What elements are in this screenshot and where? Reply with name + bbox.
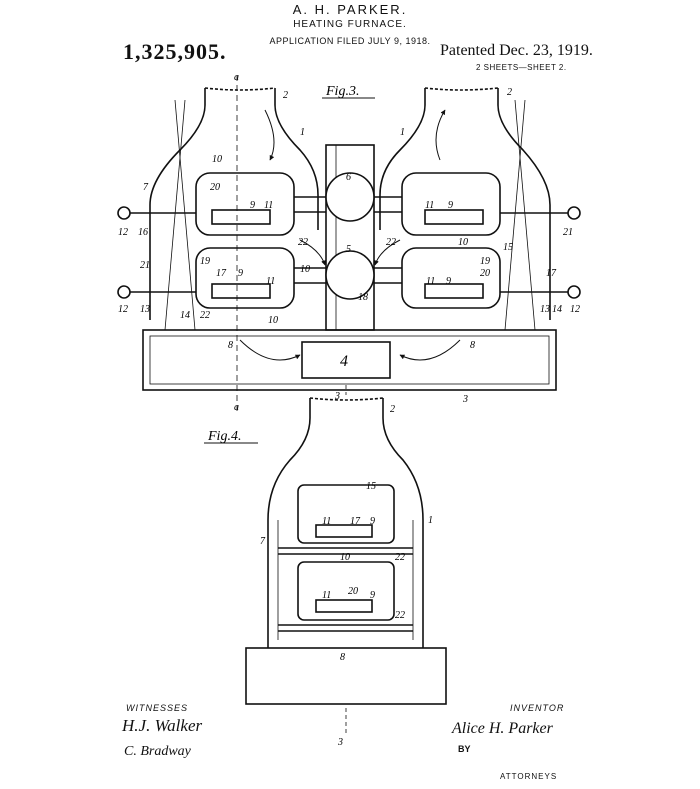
label-17-left: 17 bbox=[216, 268, 227, 279]
label-13-right: 13 bbox=[540, 304, 550, 315]
fig3-drawing bbox=[117, 75, 581, 412]
label-10-lower-left: 10 bbox=[268, 315, 278, 326]
fig3-label: Fig.3. bbox=[325, 84, 359, 99]
lower-left-chamber bbox=[195, 247, 295, 309]
label-22-fig4-lower: 22 bbox=[395, 610, 405, 621]
label-11-lower-left: 11 bbox=[266, 276, 275, 287]
label-10-fig4: 10 bbox=[340, 552, 350, 563]
section-label-bottom: a bbox=[234, 402, 239, 413]
inventor-name: A. H. PARKER. bbox=[292, 2, 408, 17]
left-bottle-inner bbox=[274, 88, 319, 230]
label-14-right: 14 bbox=[552, 304, 562, 315]
label-11-upper-left: 11 bbox=[264, 200, 273, 211]
label-12-lower-left: 12 bbox=[118, 304, 128, 315]
label-3-fig4-bottom: 3 bbox=[337, 737, 343, 748]
label-21-upper-right: 21 bbox=[563, 227, 573, 238]
fig4-upper-chamber bbox=[297, 484, 395, 544]
fig4-base bbox=[245, 647, 447, 705]
label-19-left: 19 bbox=[200, 256, 210, 267]
attorneys-label: ATTORNEYS bbox=[500, 772, 558, 781]
label-4: 4 bbox=[340, 353, 348, 370]
label-5: 5 bbox=[346, 244, 351, 255]
witness-signature-1: H.J. Walker bbox=[122, 716, 203, 735]
inventor-signature: Alice H. Parker bbox=[452, 720, 553, 737]
label-12-lower-right: 12 bbox=[570, 304, 580, 315]
label-20-fig4: 20 bbox=[348, 586, 358, 597]
witnesses-label: WITNESSES bbox=[126, 703, 189, 713]
lower-right-chamber bbox=[401, 247, 501, 309]
label-22-fig4-upper: 22 bbox=[395, 552, 405, 563]
by-label: BY bbox=[458, 744, 471, 754]
fig4-neck bbox=[267, 398, 311, 648]
label-13-left: 13 bbox=[140, 304, 150, 315]
label-9-lower-left: 9 bbox=[238, 268, 243, 279]
fig3-base bbox=[142, 329, 557, 391]
label-21-left: 21 bbox=[140, 260, 150, 271]
label-3-fig4-top: 3 bbox=[334, 391, 340, 402]
label-8-left: 8 bbox=[228, 340, 233, 351]
label-22-lower-left: 22 bbox=[200, 310, 210, 321]
label-11-lower-right: 11 bbox=[426, 276, 435, 287]
label-8-fig4: 8 bbox=[340, 652, 345, 663]
label-10-mid-right: 10 bbox=[458, 237, 468, 248]
label-9-lower-right: 9 bbox=[446, 276, 451, 287]
label-22-right: 22 bbox=[386, 237, 396, 248]
label-1-right: 1 bbox=[400, 127, 405, 138]
label-18: 18 bbox=[358, 292, 368, 303]
fig4-lower-chamber bbox=[297, 561, 395, 621]
right-bottle-outline bbox=[497, 88, 551, 320]
firebox-4 bbox=[301, 341, 391, 379]
label-7-fig3: 7 bbox=[143, 182, 149, 193]
label-19-right: 19 bbox=[480, 256, 490, 267]
label-2-left: 2 bbox=[283, 90, 288, 101]
inventor-label: INVENTOR bbox=[510, 703, 565, 713]
label-14-left: 14 bbox=[180, 310, 190, 321]
right-bottle-inner bbox=[379, 88, 426, 230]
label-9-fig4-lower: 9 bbox=[370, 590, 375, 601]
upper-right-chamber bbox=[401, 172, 501, 236]
drum-5 bbox=[325, 250, 375, 300]
patent-number: 1,325,905. bbox=[123, 39, 227, 64]
label-17-right: 17 bbox=[546, 268, 557, 279]
label-11-fig4-upper: 11 bbox=[322, 516, 331, 527]
label-6: 6 bbox=[346, 172, 351, 183]
label-2-fig4: 2 bbox=[390, 404, 395, 415]
label-10-upper-left: 10 bbox=[212, 154, 222, 165]
label-7-fig4: 7 bbox=[260, 536, 266, 547]
patent-title: HEATING FURNACE. bbox=[293, 19, 407, 30]
label-11-upper-right: 11 bbox=[425, 200, 434, 211]
label-10-mid-left: 10 bbox=[300, 264, 310, 275]
label-11-fig4-lower: 11 bbox=[322, 590, 331, 601]
label-9-upper-right: 9 bbox=[448, 200, 453, 211]
section-label-top: a bbox=[234, 72, 239, 83]
label-8-right: 8 bbox=[470, 340, 475, 351]
label-1-left: 1 bbox=[300, 127, 305, 138]
label-20-left: 20 bbox=[210, 182, 220, 193]
left-bottle-outline bbox=[149, 88, 206, 320]
label-3-fig3: 3 bbox=[462, 394, 468, 405]
label-16: 16 bbox=[138, 227, 148, 238]
witness-signature-2: C. Bradway bbox=[124, 744, 191, 759]
application-date: APPLICATION FILED JULY 9, 1918. bbox=[269, 36, 431, 46]
sheet-info: 2 SHEETS—SHEET 2. bbox=[476, 63, 567, 72]
label-15-right: 15 bbox=[503, 242, 513, 253]
label-12-upper-left: 12 bbox=[118, 227, 128, 238]
label-15-fig4: 15 bbox=[366, 481, 376, 492]
patent-date: Patented Dec. 23, 1919. bbox=[440, 42, 593, 59]
fig4-label: Fig.4. bbox=[207, 429, 241, 444]
label-1-fig4: 1 bbox=[428, 515, 433, 526]
label-20-right: 20 bbox=[480, 268, 490, 279]
label-9-upper-left: 9 bbox=[250, 200, 255, 211]
label-9-fig4-upper: 9 bbox=[370, 516, 375, 527]
label-17-fig4: 17 bbox=[350, 516, 361, 527]
label-22-left: 22 bbox=[298, 237, 308, 248]
fig4-drawing bbox=[245, 385, 447, 735]
label-2-right: 2 bbox=[507, 87, 512, 98]
